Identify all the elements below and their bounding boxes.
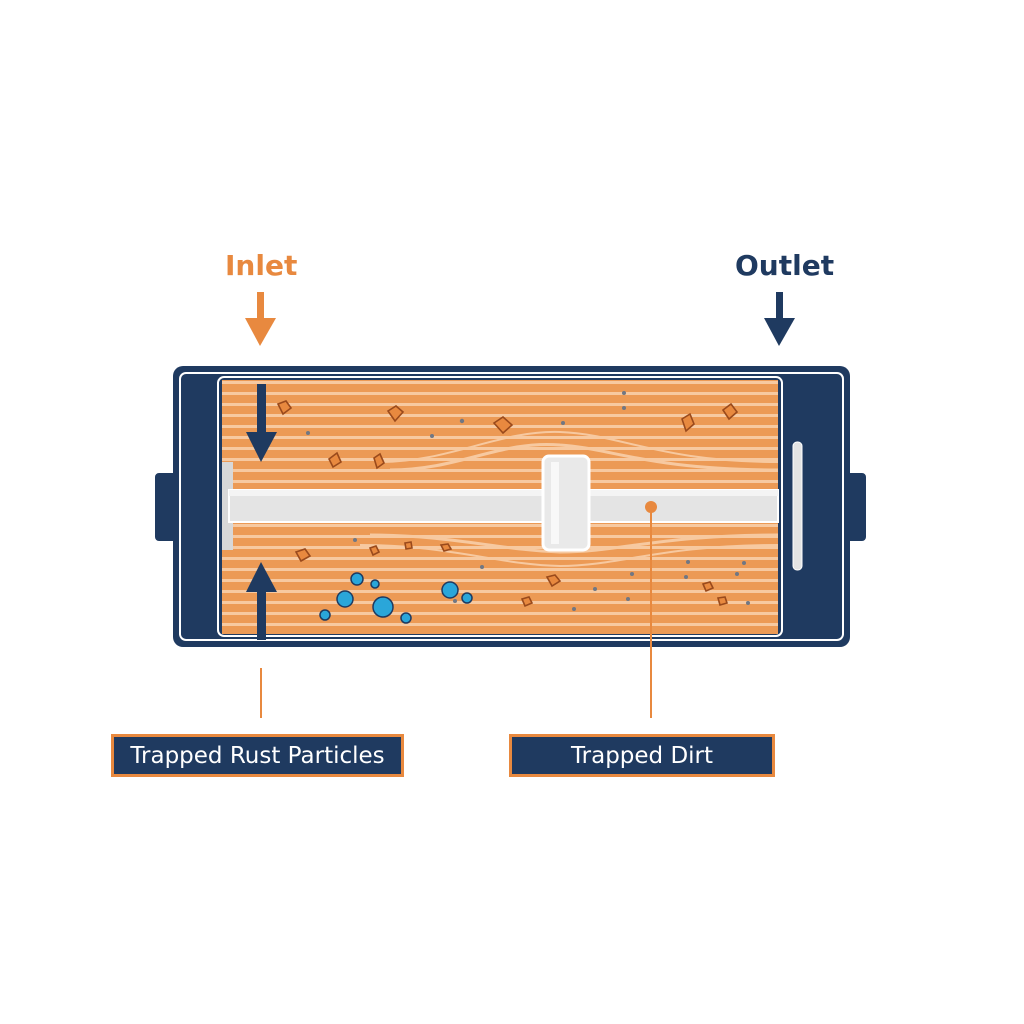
rust-particles (276, 400, 739, 608)
trapped-dirt-label: Trapped Dirt (509, 734, 775, 777)
inner-upflow-arrow (246, 562, 277, 640)
water-droplets (319, 572, 473, 624)
trapped-rust-particles-label: Trapped Rust Particles (111, 734, 404, 777)
inlet-arrow (245, 292, 276, 346)
inner-downflow-arrow (246, 384, 277, 462)
outlet-chamber-slot (792, 441, 803, 571)
inlet-label: Inlet (225, 249, 298, 282)
outlet-arrow (764, 292, 795, 346)
center-tube (228, 454, 779, 552)
outlet-label: Outlet (735, 249, 835, 282)
dirt-leader (645, 501, 657, 718)
dirt-specks (306, 391, 750, 611)
